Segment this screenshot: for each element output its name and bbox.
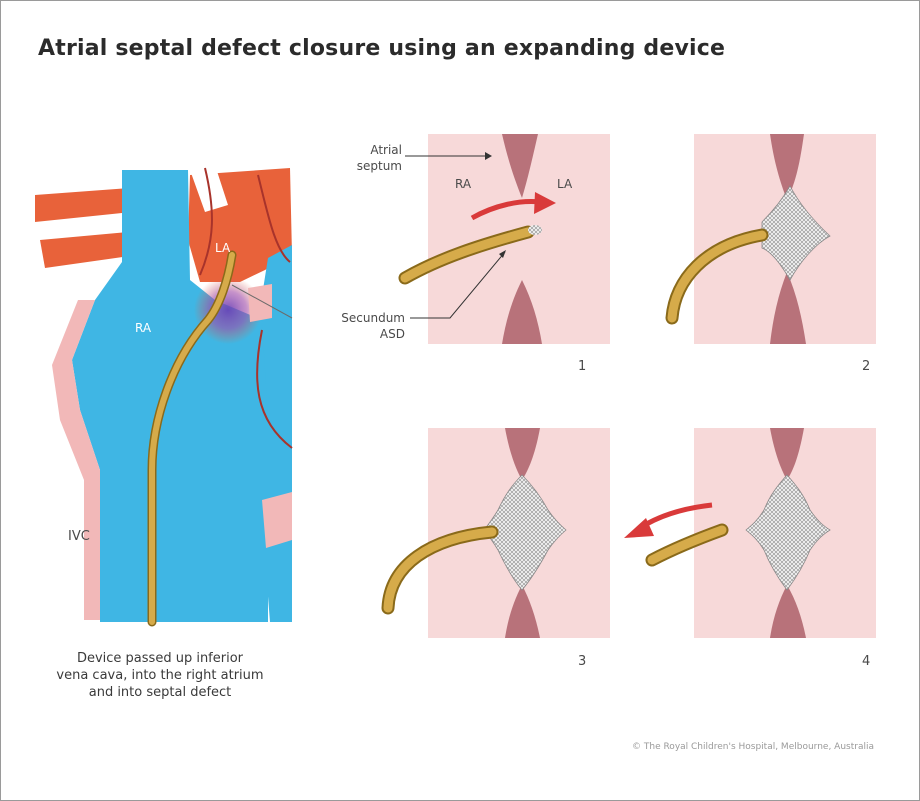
overview-label-ra: RA (135, 321, 152, 335)
label-atrial-septum-line1: Atrial (370, 143, 402, 157)
copyright-credit: © The Royal Children's Hospital, Melbour… (632, 742, 874, 752)
step-panel-4: 4 (652, 428, 876, 669)
septum-block (248, 284, 272, 322)
label-atrial-septum-line2: septum (357, 159, 402, 173)
panel-1-label-la: LA (557, 177, 573, 191)
step-panel-1: Atrial septum RA LA Secundum ASD 1 (341, 134, 610, 374)
caption-line-3: and into septal defect (40, 684, 280, 701)
label-secundum-asd-line1: Secundum (341, 311, 405, 325)
anatomy-overview: LA RA IVC (35, 165, 292, 622)
panel-1-label-ra: RA (455, 177, 472, 191)
caption-line-1: Device passed up inferior (40, 650, 280, 667)
panel-1-device-tip (528, 225, 542, 235)
overview-label-ivc: IVC (68, 529, 90, 544)
pulmonary-vessel-lower-left (40, 232, 130, 268)
step-number-1: 1 (578, 359, 586, 374)
caption-line-2: vena cava, into the right atrium (40, 667, 280, 684)
step-number-3: 3 (578, 654, 586, 669)
overview-label-la: LA (215, 241, 231, 255)
step-number-4: 4 (862, 654, 870, 669)
step-number-2: 2 (862, 359, 870, 374)
step-panel-3: 3 (388, 428, 610, 669)
coronary-band (262, 492, 292, 548)
step-panel-2: 2 (672, 134, 876, 374)
pulmonary-vessel-upper-left (35, 188, 132, 222)
overview-caption: Device passed up inferior vena cava, int… (40, 650, 280, 701)
label-secundum-asd-line2: ASD (380, 327, 405, 341)
